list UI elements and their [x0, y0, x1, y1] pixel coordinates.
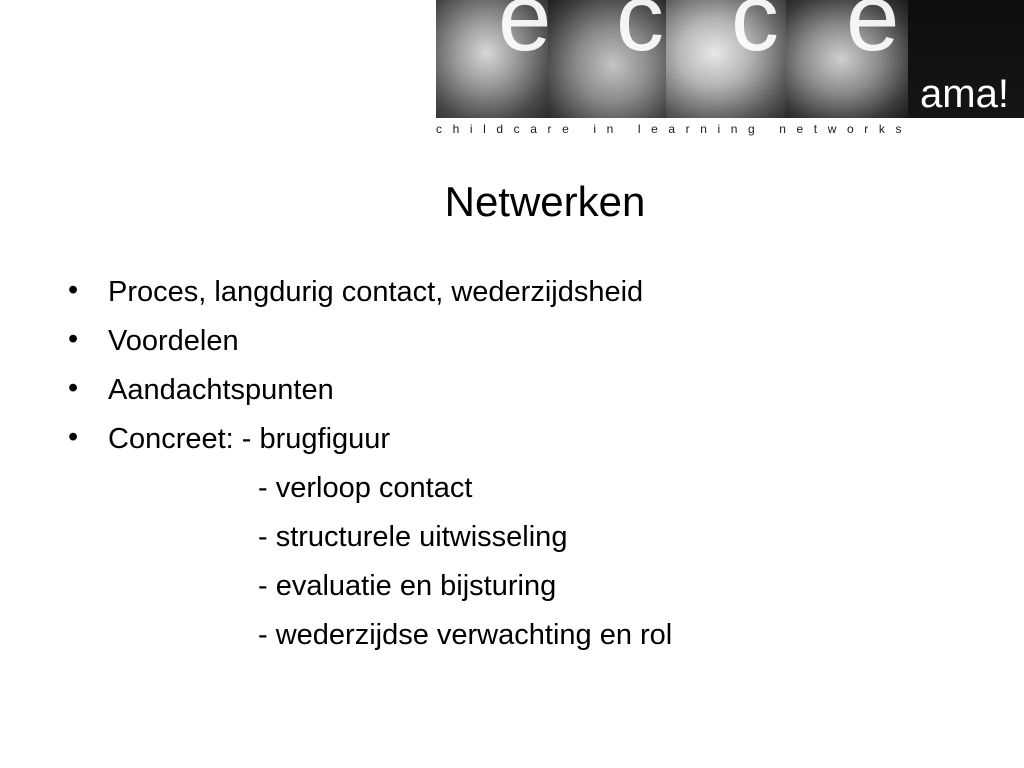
bullet-dot-icon: • — [68, 323, 79, 355]
photo-child-with-camera — [436, 0, 548, 118]
bullet-text: Proces, langdurig contact, wederzijdshei… — [108, 276, 644, 308]
photo-smiling-child — [666, 0, 786, 118]
bullet-dot-icon: • — [68, 274, 79, 306]
sub-item: - verloop contact — [258, 472, 473, 504]
sub-item-list: - verloop contact - structurele uitwisse… — [68, 464, 968, 660]
logo-suffix: ama! — [920, 72, 1009, 116]
bullet-item: • Aandachtspunten — [68, 366, 968, 415]
slide-title: Netwerken — [444, 178, 646, 225]
slide-body: • Proces, langdurig contact, wederzijdsh… — [68, 268, 968, 660]
bullet-list: • Proces, langdurig contact, wederzijdsh… — [68, 268, 968, 464]
bullet-text: Aandachtspunten — [108, 374, 334, 406]
bullet-item: • Concreet: - brugfiguur — [68, 415, 968, 464]
bullet-item: • Proces, langdurig contact, wederzijdsh… — [68, 268, 968, 317]
sub-item: - structurele uitwisseling — [258, 521, 568, 553]
photo-dark-panel — [908, 0, 1024, 118]
logo-letter: c — [616, 0, 664, 71]
photo-child-and-woman — [786, 0, 908, 118]
bullet-dot-icon: • — [68, 421, 79, 453]
sub-item: - evaluatie en bijsturing — [258, 570, 557, 602]
bullet-item: • Voordelen — [68, 317, 968, 366]
ecce-logo-banner: e c c e ama! — [436, 0, 1024, 118]
bullet-dot-icon: • — [68, 372, 79, 404]
logo-letter: e — [846, 0, 900, 71]
bullet-text: Voordelen — [108, 325, 239, 357]
logo-letter: e — [498, 0, 552, 71]
sub-item: - wederzijdse verwachting en rol — [258, 619, 673, 651]
logo-tagline: childcare in learning networks — [436, 122, 913, 136]
bullet-text: Concreet: - brugfiguur — [108, 423, 391, 455]
photo-man-with-glasses — [548, 0, 666, 118]
logo-letter: c — [731, 0, 779, 71]
